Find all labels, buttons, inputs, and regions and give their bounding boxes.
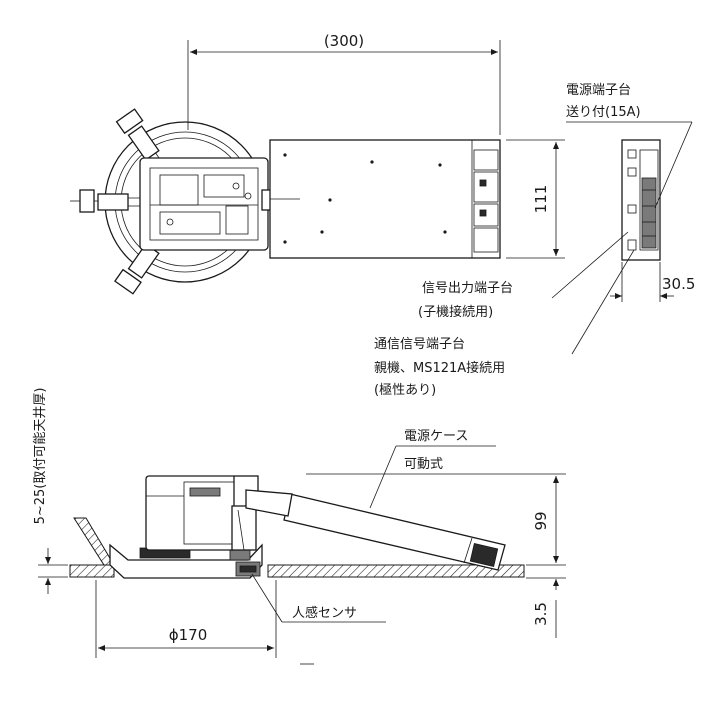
comm-signal-label-1: 通信信号端子台 — [374, 337, 465, 352]
comm-signal-label-2: 親機、MS121A接続用 — [374, 360, 505, 376]
top-view: (300) 111 30.5 — [70, 32, 695, 398]
power-case-label-2: 可動式 — [404, 457, 443, 472]
signal-output-leader — [551, 231, 629, 299]
power-terminal-leader — [654, 121, 693, 209]
body-height-label: 99 — [532, 511, 550, 530]
motion-sensor-label: 人感センサ — [292, 605, 357, 621]
signal-output-label-2: (子機接続用) — [418, 304, 493, 320]
power-case-top — [269, 139, 501, 259]
comm-signal-label-3: (極性あり) — [374, 382, 436, 398]
side-view: 99 3.5 ϕ170 5~25(取付可能天井厚) 電源ケース — [33, 388, 566, 665]
ceiling-clip-left — [73, 517, 115, 566]
diameter-label: ϕ170 — [169, 626, 208, 644]
power-terminal-label-1: 電源端子台 — [566, 83, 631, 98]
width-dimension-label: (300) — [324, 32, 364, 50]
ceiling-left — [69, 564, 115, 578]
ceiling-right — [267, 564, 525, 578]
power-terminal-label-2: 送り付(15A) — [566, 105, 641, 120]
height-box-dimension: 111 — [506, 139, 565, 259]
side-housing — [145, 475, 259, 551]
terminal-block-side — [621, 139, 661, 261]
comm-signal-leader — [571, 249, 635, 355]
power-case-side — [245, 489, 506, 571]
ceiling-thickness-label: 5~25(取付可能天井厚) — [33, 388, 48, 525]
ceiling-thickness-dimension: 5~25(取付可能天井厚) — [33, 388, 68, 594]
terminal-depth-dimension: 30.5 — [610, 262, 695, 302]
signal-output-label-1: 信号出力端子台 — [422, 281, 513, 296]
trim-flange — [109, 543, 263, 579]
power-case-leader — [369, 445, 397, 509]
motion-sensor — [235, 561, 261, 577]
motion-sensor-leader — [251, 573, 283, 623]
height-box-dimension-label: 111 — [532, 185, 550, 214]
width-dimension: (300) — [187, 32, 501, 135]
diameter-dimension: ϕ170 — [95, 580, 314, 665]
protrusion-label: 3.5 — [532, 602, 550, 626]
left-spring-clip — [70, 189, 150, 213]
power-case-label-1: 電源ケース — [404, 429, 468, 444]
terminal-depth-label: 30.5 — [662, 275, 695, 293]
protrusion-dimension: 3.5 — [526, 577, 566, 638]
body-height-dimension: 99 — [306, 473, 566, 566]
central-housing — [139, 157, 277, 251]
